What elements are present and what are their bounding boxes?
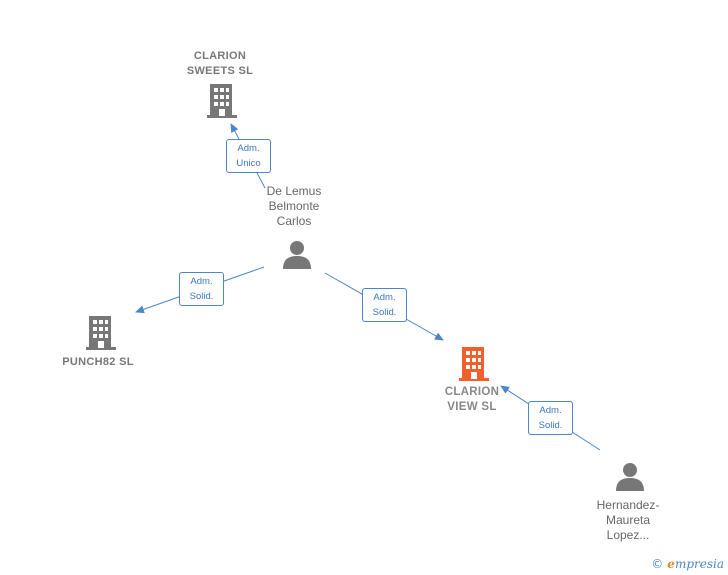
person-label-hernandez[interactable]: Hernandez- Maureta Lopez... xyxy=(596,498,660,542)
brand-name: mpresia xyxy=(674,557,724,571)
company-label-clarion-view[interactable]: CLARION VIEW SL xyxy=(444,386,500,413)
brand-initial: e xyxy=(667,557,675,571)
company-label-clarion-sweets[interactable]: CLARION SWEETS SL xyxy=(186,50,254,77)
copyright-symbol: © xyxy=(651,557,664,571)
person-label-de-lemus[interactable]: De Lemus Belmonte Carlos xyxy=(266,184,322,228)
edge-badge-adm-unico[interactable]: Adm. Unico xyxy=(226,139,271,173)
edge-badge-adm-solid-view-lemus[interactable]: Adm. Solid. xyxy=(362,288,407,322)
edge-badge-adm-solid-punch[interactable]: Adm. Solid. xyxy=(179,272,224,306)
building-icon[interactable] xyxy=(459,347,489,381)
company-label-punch82[interactable]: PUNCH82 SL xyxy=(62,356,134,368)
edge-badge-adm-solid-view-hernandez[interactable]: Adm. Solid. xyxy=(528,401,573,435)
brand-watermark: ©empresia xyxy=(651,557,724,571)
building-icon[interactable] xyxy=(207,84,237,118)
person-icon[interactable] xyxy=(283,241,311,269)
building-icon[interactable] xyxy=(86,316,116,350)
person-icon[interactable] xyxy=(616,463,644,491)
